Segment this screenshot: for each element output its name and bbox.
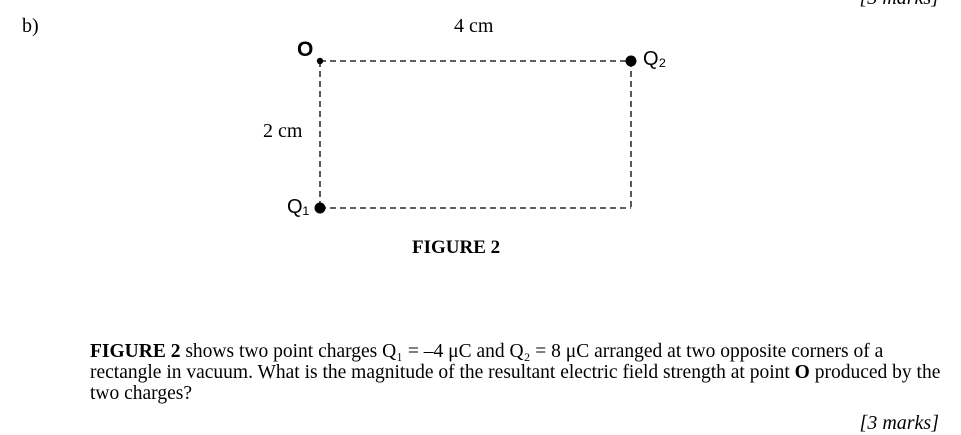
question-body-a: shows two point charges Q₁ = –4 μC and Q… bbox=[90, 341, 884, 383]
charge-q2-label: Q₂ bbox=[643, 48, 667, 70]
previous-marks-label: [3 marks] bbox=[860, 0, 939, 10]
width-dimension-label: 4 cm bbox=[454, 15, 494, 37]
point-o-label: O bbox=[297, 38, 314, 61]
figure-caption: FIGURE 2 bbox=[412, 237, 501, 258]
charge-q2-dot bbox=[625, 55, 637, 67]
marks-label: [3 marks] bbox=[859, 412, 939, 434]
point-o-dot bbox=[316, 57, 324, 65]
part-label: b) bbox=[22, 15, 39, 37]
question-text: FIGURE 2 shows two point charges Q₁ = –4… bbox=[90, 341, 948, 404]
question-point-ref: O bbox=[794, 362, 810, 383]
charge-q1-dot bbox=[314, 202, 326, 214]
question-figure-ref: FIGURE 2 bbox=[90, 341, 181, 362]
height-dimension-label: 2 cm bbox=[263, 120, 303, 142]
question-body-b: produced by the two charges? bbox=[90, 362, 941, 404]
charge-q1-label: Q₁ bbox=[287, 196, 310, 218]
